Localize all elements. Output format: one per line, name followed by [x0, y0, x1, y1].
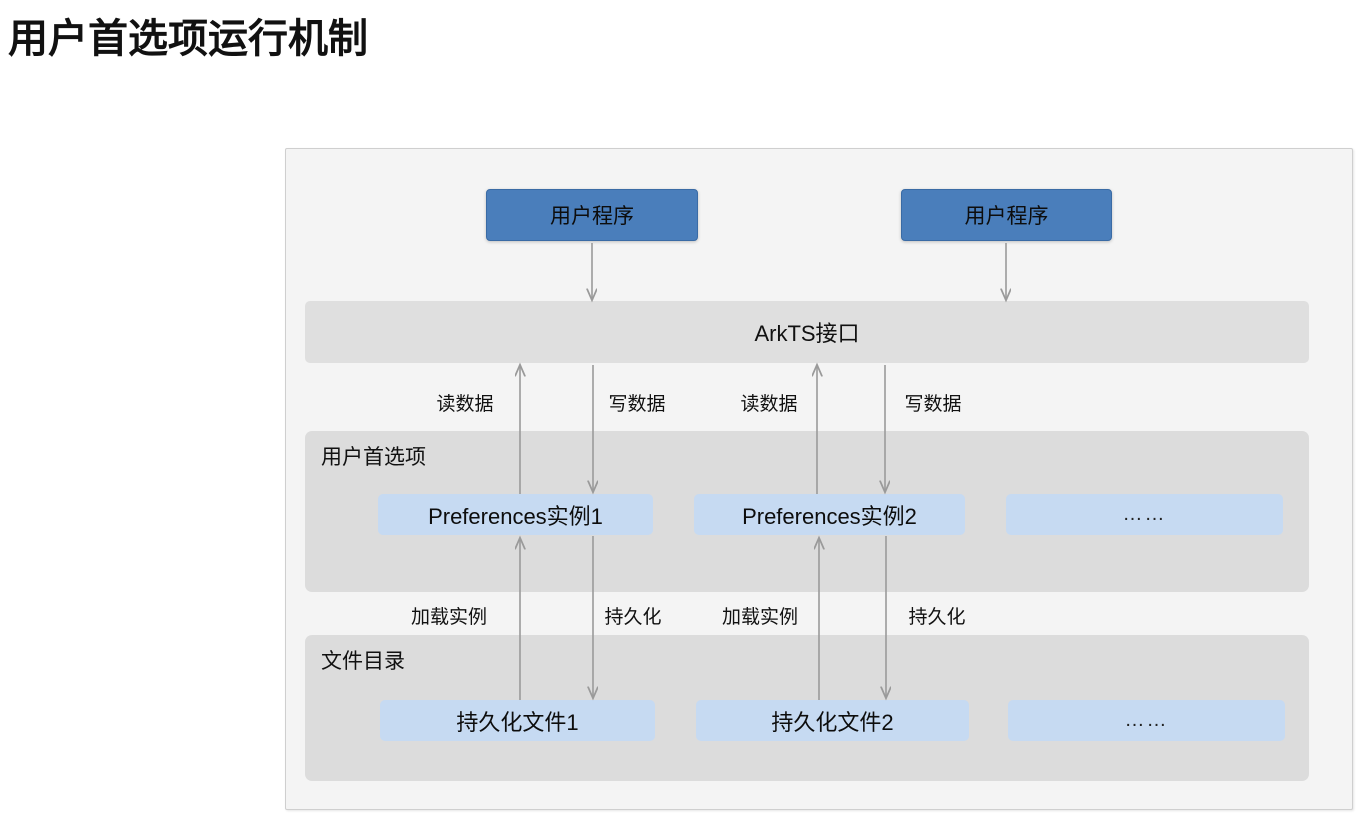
- persistent-file-box-more: ……: [1008, 700, 1285, 741]
- edge-label-read-data-2: 读数据: [740, 394, 798, 415]
- edge-label-persist-1: 持久化: [604, 607, 662, 628]
- persistent-file-label-more: ……: [1124, 709, 1169, 731]
- edge-label-write-data-2: 写数据: [904, 394, 962, 415]
- preferences-instance-label-1: Preferences实例1: [428, 503, 603, 529]
- edge-label-load-instance-1: 加载实例: [410, 607, 488, 628]
- edge-label-load-instance-2: 加载实例: [721, 607, 799, 628]
- persistent-file-label-2: 持久化文件2: [771, 709, 894, 735]
- edge-label-persist-2: 持久化: [908, 607, 966, 628]
- arkts-interface-label: ArkTS接口: [754, 321, 860, 346]
- edge-label-write-data-1: 写数据: [608, 394, 666, 415]
- preferences-instance-box-2: Preferences实例2: [694, 494, 965, 535]
- layer-title-file-directory: 文件目录: [321, 650, 405, 673]
- preferences-instance-box-1: Preferences实例1: [378, 494, 653, 535]
- page-title: 用户首选项运行机制: [8, 17, 368, 61]
- user-program-label-2: 用户程序: [964, 205, 1049, 228]
- layer-title-preferences: 用户首选项: [321, 446, 426, 469]
- user-program-box-1: 用户程序: [486, 189, 698, 241]
- user-program-box-2: 用户程序: [901, 189, 1112, 241]
- arkts-interface-bar: ArkTS接口: [305, 301, 1309, 363]
- user-program-label-1: 用户程序: [550, 205, 634, 228]
- edge-label-read-data-1: 读数据: [436, 394, 494, 415]
- preferences-instance-label-more: ……: [1122, 503, 1167, 525]
- persistent-file-box-2: 持久化文件2: [696, 700, 969, 741]
- persistent-file-box-1: 持久化文件1: [380, 700, 655, 741]
- preferences-instance-label-2: Preferences实例2: [742, 503, 917, 529]
- preferences-instance-box-more: ……: [1006, 494, 1283, 535]
- persistent-file-label-1: 持久化文件1: [456, 709, 579, 735]
